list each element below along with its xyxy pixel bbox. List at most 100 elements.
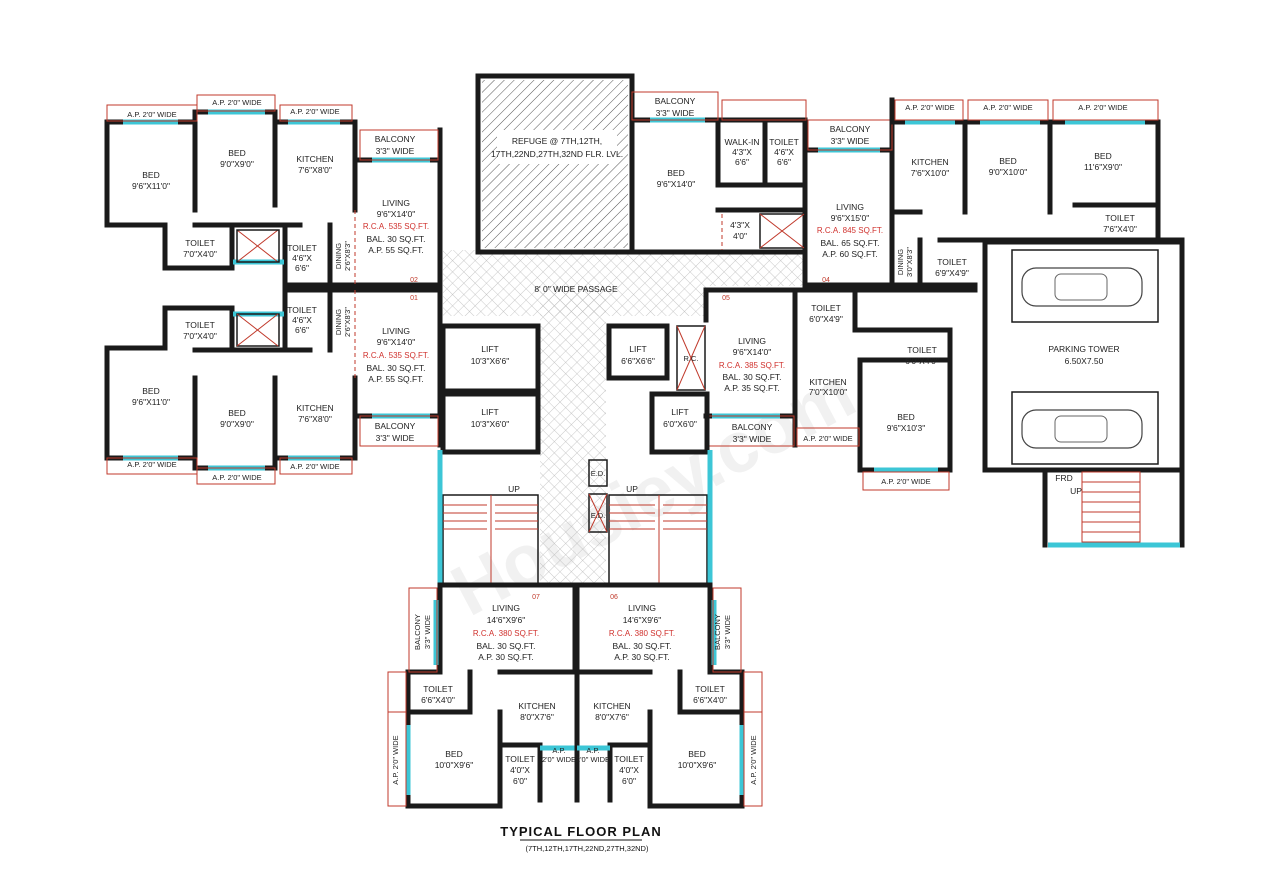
balcony-label: BALCONY [413,614,422,650]
toilet-dim: 6'6" [777,157,791,167]
bed-dim: 9'0"X10'0" [989,167,1028,177]
shaft-dim: 4'3"X [730,220,750,230]
unit-04-ap: A.P. 60 SQ.FT. [822,249,878,259]
toilet-label: TOILET [769,137,799,147]
toilet-label: TOILET [287,243,317,253]
kitchen-dim: 7'0"X10'0" [809,387,848,397]
toilet-dim: 6'0"X4'9" [809,314,843,324]
passage-area-core [540,286,606,586]
lift-label: LIFT [481,407,498,417]
dining-dim: 2'6"X8'3" [343,241,352,271]
ap-label: A.P. 2'0" WIDE [127,110,176,119]
ap-label: 2'0" WIDE [542,755,576,764]
ap-label: A.P. 2'0" WIDE [391,735,400,784]
lift-dim: 10'3"X6'6" [471,356,510,366]
unit-05: 05 LIVING 9'6"X14'0" R.C.A. 385 SQ.FT. B… [703,287,978,491]
bed-label: BED [667,168,684,178]
ap-label: 2'0" WIDE [576,755,610,764]
bed-label: BED [1094,151,1111,161]
balcony-dim: 3'3" WIDE [733,434,772,444]
ap-label: A.P. [552,746,565,755]
lift-label: LIFT [629,344,646,354]
lift-dim: 6'6"X6'6" [621,356,655,366]
living-dim: 9'6"X14'0" [377,337,416,347]
living-label: LIVING [382,326,410,336]
lift-dim: 6'0"X6'0" [663,419,697,429]
toilet-dim: 6'0" [622,776,636,786]
bed-dim: 9'6"X10'3" [887,423,926,433]
ap-label: A.P. 2'0" WIDE [290,462,339,471]
lift-dim: 10'3"X6'0" [471,419,510,429]
kitchen-label: KITCHEN [518,701,555,711]
car-icon [1021,267,1143,307]
unit-01: 01 TOILET 7'0"X4'0" TOILET 4'6"X 6'6" DI… [104,287,443,485]
toilet-dim: 6'6" [295,263,309,273]
balcony-dim: 3'3" WIDE [376,433,415,443]
bed-label: BED [897,412,914,422]
kitchen-dim: 8'0"X7'6" [520,712,554,722]
ap-label: A.P. 2'0" WIDE [983,103,1032,112]
toilet-dim: 4'6"X [292,253,312,263]
balcony-dim: 3'3" WIDE [723,615,732,649]
lift-label: LIFT [481,344,498,354]
rc-label: R.C. [684,354,699,363]
kitchen-dim: 7'6"X8'0" [298,165,332,175]
toilet-dim: 7'0"X4'0" [183,331,217,341]
balcony-label: BALCONY [655,96,696,106]
living-dim: 9'6"X14'0" [733,347,772,357]
kitchen-label: KITCHEN [593,701,630,711]
ap-label: A.P. 2'0" WIDE [905,103,954,112]
unit-02-ap: A.P. 55 SQ.FT. [368,245,424,255]
unit-04-number: 04 [822,277,830,284]
lift-label: LIFT [671,407,688,417]
kitchen-dim: 7'6"X10'0" [911,168,950,178]
unit-07-number: 07 [532,594,540,601]
dining-label: DINING [334,309,343,335]
balcony-label: BALCONY [830,124,871,134]
unit-04: BALCONY 3'3" WIDE BED 9'6"X14'0" WALK-IN… [629,73,978,288]
parking-tower: PARKING TOWER 6.50X7.50 FRD UP [982,239,1185,548]
unit-01-bal: BAL. 30 SQ.FT. [366,363,425,373]
unit-07-rca: R.C.A. 380 SQ.FT. [473,629,539,638]
balcony-dim: 3'3" WIDE [376,146,415,156]
kitchen-label: KITCHEN [809,377,846,387]
toilet-label: TOILET [1105,213,1135,223]
toilet-dim: 6'0"X4'0" [905,356,939,366]
toilet-dim: 4'6"X [292,315,312,325]
toilet-label: TOILET [614,754,644,764]
balcony-label: BALCONY [375,134,416,144]
bed-label: BED [688,749,705,759]
bed-label: BED [445,749,462,759]
living-label: LIVING [492,603,520,613]
balcony-dim: 3'3" WIDE [656,108,695,118]
bed-label: BED [228,148,245,158]
living-label: LIVING [836,202,864,212]
unit-02-bal: BAL. 30 SQ.FT. [366,234,425,244]
toilet-dim: 7'0"X4'0" [183,249,217,259]
living-label: LIVING [628,603,656,613]
toilet-label: TOILET [811,303,841,313]
unit-01-rca: R.C.A. 535 SQ.FT. [363,351,429,360]
frd-label: FRD [1055,473,1072,483]
toilet-dim: 6'0" [513,776,527,786]
unit-05-rca: R.C.A. 385 SQ.FT. [719,361,785,370]
walkin-label: WALK-IN [724,137,759,147]
unit-06-ap: A.P. 30 SQ.FT. [614,652,670,662]
bed-label: BED [142,386,159,396]
unit-01-ap: A.P. 55 SQ.FT. [368,374,424,384]
unit-07-bal: BAL. 30 SQ.FT. [476,641,535,651]
toilet-dim: 4'0"X [619,765,639,775]
unit-06-bal: BAL. 30 SQ.FT. [612,641,671,651]
dining-label: DINING [896,249,905,275]
unit-04-rca: R.C.A. 845 SQ.FT. [817,226,883,235]
ed-label: E.D. [591,469,606,478]
ap-label: A.P. 2'0" WIDE [212,98,261,107]
ap-label: A.P. 2'0" WIDE [212,473,261,482]
ap-label: A.P. [586,746,599,755]
unit-04-east: A.P. 2'0" WIDE A.P. 2'0" WIDE A.P. 2'0" … [889,99,1185,288]
bed-dim: 9'6"X11'0" [132,181,170,191]
dining-dim: 2'6"X8'3" [343,307,352,337]
unit-07-ap: A.P. 30 SQ.FT. [478,652,534,662]
bed-label: BED [999,156,1016,166]
unit-02: A.P. 2'0" WIDE A.P. 2'0" WIDE A.P. 2'0" … [104,94,443,288]
